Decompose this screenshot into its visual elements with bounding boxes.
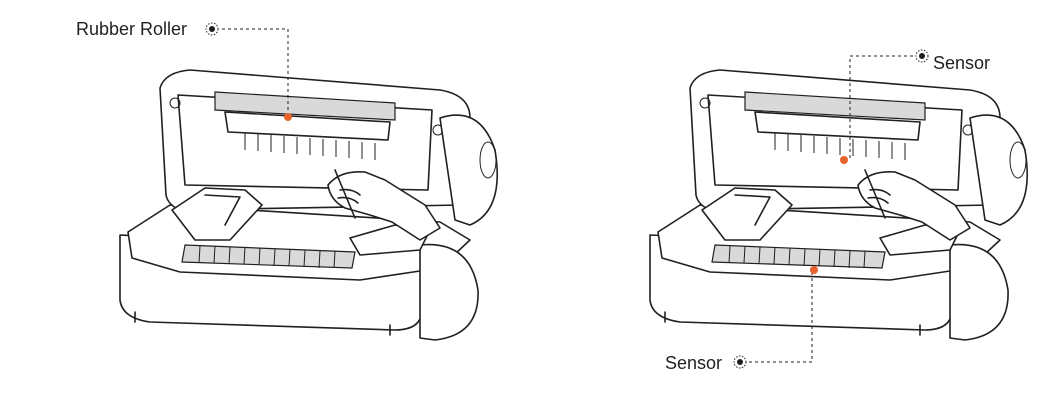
rubber-roller-marker <box>284 113 292 121</box>
target-dot-icon <box>733 355 747 369</box>
target-dot-icon <box>205 22 219 36</box>
printer-left-illustration <box>119 69 498 341</box>
sensor-top-label: Sensor <box>933 53 991 73</box>
sensor-top-marker <box>840 156 848 164</box>
target-dot-icon <box>915 49 929 63</box>
sensor-bottom-marker <box>810 266 818 274</box>
leader-line-rubber-roller <box>222 28 289 116</box>
leader-line-sensor-bottom <box>749 272 813 363</box>
leader-line-sensor-top <box>849 55 913 158</box>
printer-right-illustration <box>649 69 1028 341</box>
sensor-bottom-label: Sensor <box>665 353 723 373</box>
rubber-roller-label: Rubber Roller <box>76 19 188 39</box>
